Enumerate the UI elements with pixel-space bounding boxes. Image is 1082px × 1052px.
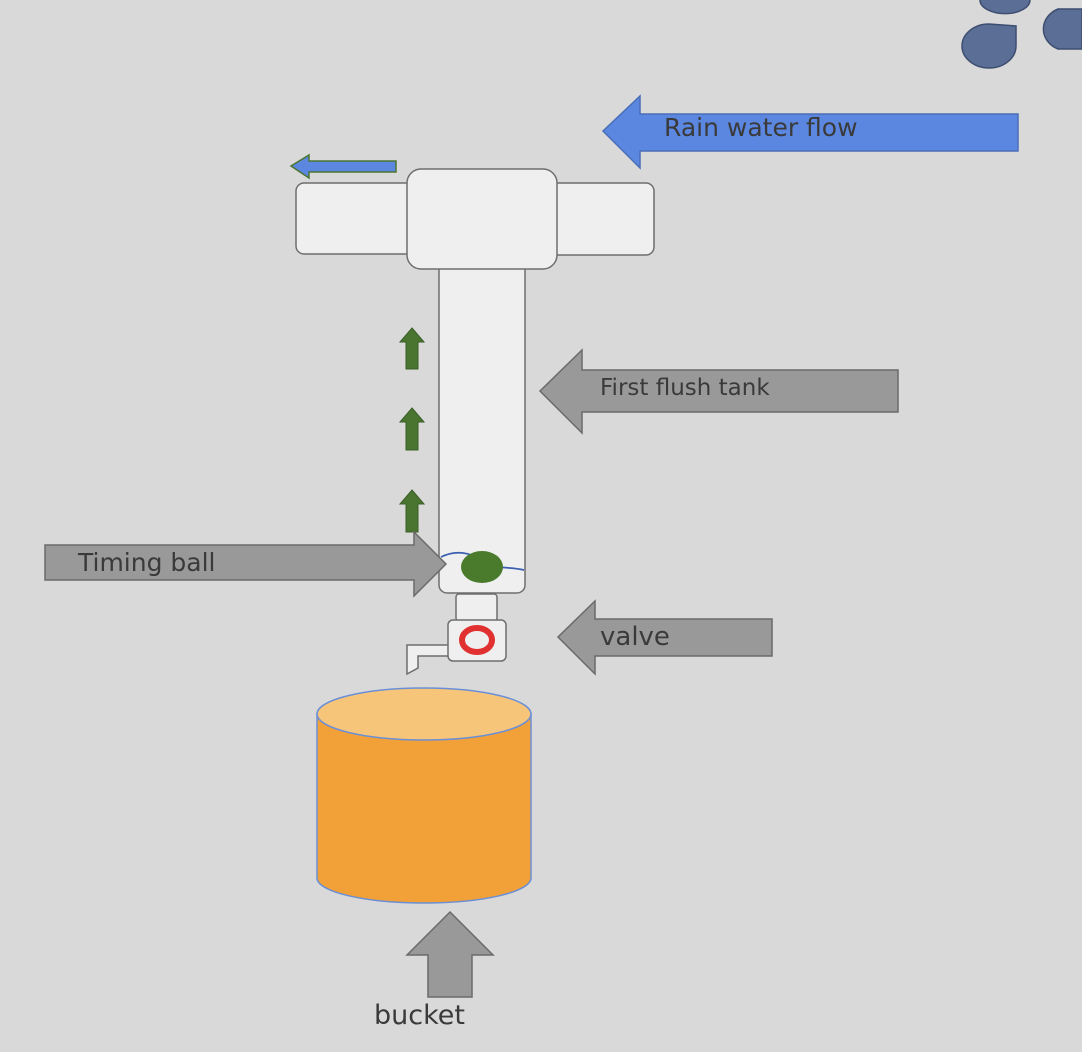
rain-flow-label: Rain water flow [664, 113, 858, 142]
raindrop-icon [979, 0, 1031, 15]
bucket-callout: bucket [374, 910, 495, 1031]
arrow-up-icon [398, 327, 426, 370]
valve [406, 593, 507, 676]
first-flush-tank [438, 255, 526, 594]
bucket [316, 687, 532, 904]
rain-flow-arrow: Rain water flow [601, 94, 1019, 170]
raindrop-icon [961, 23, 1017, 69]
pipe-tee-junction [406, 168, 558, 270]
pipe-left-arm [295, 182, 421, 255]
timing-ball-label: Timing ball [77, 548, 216, 577]
raindrops-icon [961, 0, 1082, 69]
arrow-up-icon [398, 489, 426, 533]
bucket-label: bucket [374, 1000, 465, 1031]
valve-label: valve [600, 622, 670, 652]
valve-stem [455, 593, 498, 622]
pipe-right-arm [542, 182, 655, 256]
first-flush-tank-callout: First flush tank [538, 348, 899, 435]
valve-ring [459, 625, 495, 655]
timing-ball-callout: Timing ball [44, 530, 448, 598]
bucket-body [316, 713, 532, 904]
overflow-arrow [289, 153, 397, 180]
first-flush-tank-label: First flush tank [600, 375, 770, 401]
flow-arrows [398, 327, 426, 533]
valve-body [447, 619, 507, 662]
valve-callout: valve [556, 599, 773, 676]
timing-ball [461, 551, 503, 583]
bucket-top [316, 687, 532, 741]
arrow-up-icon [398, 407, 426, 451]
raindrop-icon [1042, 8, 1082, 50]
valve-spout [406, 644, 450, 676]
